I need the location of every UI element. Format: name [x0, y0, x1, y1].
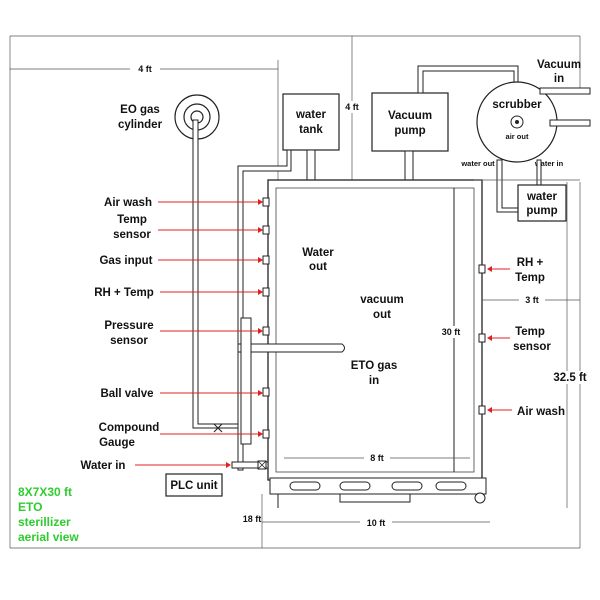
eto-gas-in-label-1: ETO gas — [351, 360, 397, 372]
ball-valve-label: Ball valve — [100, 388, 153, 400]
water-in-small-label: water in — [534, 159, 564, 168]
dim-outer-width-label: 10 ft — [367, 518, 386, 528]
dim-inner-width-label: 8 ft — [370, 453, 384, 463]
water-pump-label-2: pump — [526, 205, 557, 217]
vacuum-in-label-1: Vacuum — [537, 59, 581, 71]
vacuum-out-label-2: out — [373, 309, 391, 321]
water-tank: water tank — [282, 93, 340, 151]
gas-input-label: Gas input — [99, 255, 152, 267]
pressure-sensor-label-1: Pressure — [104, 320, 153, 332]
dim-top-width-label: 4 ft — [138, 64, 152, 74]
temp-sensor-label-1: Temp — [117, 214, 147, 226]
scrubber-label: scrubber — [492, 99, 542, 111]
rh-temp-label: RH + Temp — [94, 287, 154, 299]
rh-temp-right-label-2: Temp — [515, 272, 545, 284]
water-tank-label-2: tank — [299, 124, 323, 136]
temp-sensor-right-label-2: sensor — [513, 341, 551, 353]
dimension-tank-clearance: 4 ft — [340, 101, 364, 113]
dim-overall-height-label: 32.5 ft — [553, 372, 586, 384]
dim-chamber-height-label: 30 ft — [442, 327, 461, 337]
title-block: 8X7X30 ft ETO sterillizer aerial view — [18, 485, 79, 544]
pressure-sensor-label-2: sensor — [110, 335, 148, 347]
water-pump-label-1: water — [526, 191, 558, 203]
vacuum-out-label-1: vacuum — [360, 294, 403, 306]
air-out-label: air out — [506, 132, 529, 141]
eo-gas-pipe — [192, 119, 246, 429]
title-line-2: ETO — [18, 500, 42, 514]
rh-temp-right-label-1: RH + — [517, 257, 544, 269]
dim-tank-clearance-label: 4 ft — [345, 102, 359, 112]
air-wash-label: Air wash — [104, 197, 152, 209]
vacuum-pump-label-2: pump — [394, 125, 425, 137]
scrubber: scrubber air out — [476, 81, 558, 163]
water-pump: water pump — [517, 184, 567, 222]
water-in-valve-symbol — [257, 460, 267, 470]
compound-gauge-label-1: Compound — [99, 422, 160, 434]
eto-gas-in-label-2: in — [369, 375, 379, 387]
plc-unit-label: PLC unit — [170, 480, 217, 492]
compound-gauge-label-2: Gauge — [99, 437, 135, 449]
water-tank-label-1: water — [295, 109, 327, 121]
title-line-1: 8X7X30 ft — [18, 485, 72, 499]
dim-bottom-clearance-label: 18 ft — [243, 514, 262, 524]
temp-sensor-right-label-1: Temp — [515, 326, 545, 338]
title-line-4: aerial view — [18, 530, 79, 544]
water-out-label-2: out — [309, 261, 327, 273]
water-out-label-1: Water — [302, 247, 334, 259]
eo-gas-label-1: EO gas — [120, 104, 160, 116]
vacuum-pump: Vacuum pump — [371, 92, 449, 152]
eto-gas-pipe — [237, 343, 345, 353]
vacuum-pump-label-1: Vacuum — [388, 110, 432, 122]
vacuum-in-label-2: in — [554, 73, 564, 85]
right-ports — [478, 264, 486, 415]
temp-sensor-label-2: sensor — [113, 229, 151, 241]
valve-column — [240, 317, 252, 445]
water-out-small-label: water out — [460, 159, 495, 168]
left-sensor-labels: Air wash Temp sensor Gas input RH + Temp… — [81, 197, 263, 472]
air-wash-right-label: Air wash — [517, 406, 565, 418]
title-line-3: sterillizer — [18, 515, 71, 529]
right-sensor-labels: RH + Temp Temp sensor Air wash — [487, 257, 565, 418]
water-in-label: Water in — [81, 460, 126, 472]
eo-gas-label-2: cylinder — [118, 119, 163, 131]
door-track — [269, 477, 487, 508]
eo-gas-cylinder: EO gas cylinder — [118, 94, 220, 140]
ball-valve-symbol — [213, 423, 223, 433]
plc-unit: PLC unit — [165, 473, 223, 497]
dim-side-clearance-label: 3 ft — [525, 295, 539, 305]
dimension-top-width: 4 ft — [10, 60, 279, 180]
